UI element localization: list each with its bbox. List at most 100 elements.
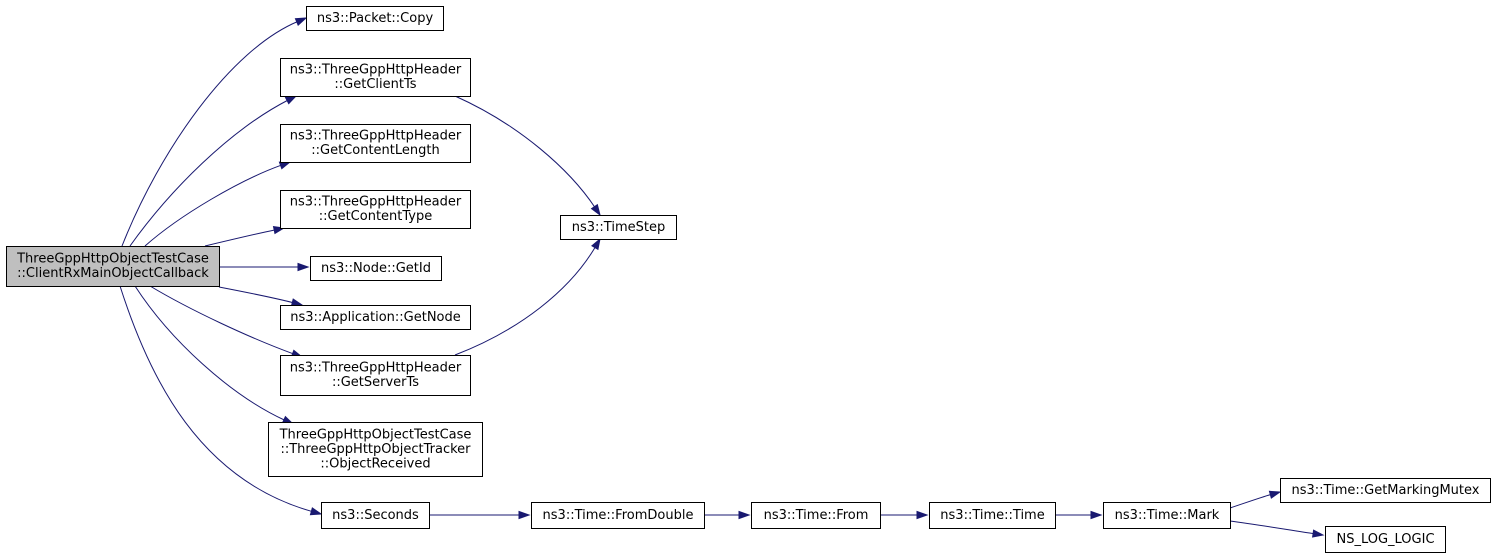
- node-object-received[interactable]: ThreeGppHttpObjectTestCase::ThreeGppHttp…: [268, 422, 483, 477]
- node-node-get-id[interactable]: ns3::Node::GetId: [310, 256, 442, 281]
- arrowhead-icon: [1312, 529, 1325, 538]
- node-label: ::ThreeGppHttpObjectTracker: [280, 442, 471, 457]
- node-get-server-ts[interactable]: ns3::ThreeGppHttpHeader::GetServerTs: [280, 355, 471, 396]
- edge-root-to-get-client-ts: [129, 95, 298, 247]
- node-box: [310, 256, 442, 281]
- node-box: [280, 190, 471, 229]
- node-box: [321, 502, 430, 529]
- node-label: ::ObjectReceived: [320, 456, 430, 471]
- node-root[interactable]: ThreeGppHttpObjectTestCase::ClientRxMain…: [6, 246, 220, 287]
- edge-get-client-ts-to-time-step: [454, 95, 601, 217]
- arrowhead-icon: [1268, 490, 1282, 499]
- edge-line: [454, 246, 596, 356]
- node-ns-log-logic[interactable]: NS_LOG_LOGIC: [1325, 526, 1446, 553]
- node-get-marking-mutex[interactable]: ns3::Time::GetMarkingMutex: [1280, 478, 1491, 503]
- arrowhead-icon: [591, 237, 601, 251]
- edge-line: [144, 164, 282, 247]
- edge-root-to-packet-copy: [121, 17, 308, 247]
- node-label: ns3::Time::From: [764, 508, 869, 523]
- edge-line: [121, 21, 298, 247]
- node-box: [280, 124, 471, 163]
- edge-line: [119, 285, 313, 513]
- node-label: ns3::Node::GetId: [321, 261, 431, 276]
- node-box: [306, 6, 444, 31]
- arrowhead-icon: [738, 510, 751, 520]
- edge-time-mark-to-ns-log-logic: [1229, 520, 1325, 538]
- node-label: ns3::Time::Time: [940, 508, 1044, 523]
- edge-root-to-app-get-node: [218, 286, 304, 307]
- node-time-from-double[interactable]: ns3::Time::FromDouble: [531, 502, 705, 529]
- edge-line: [149, 285, 294, 355]
- node-label: ns3::ThreeGppHttpHeader: [290, 63, 462, 78]
- node-time-from[interactable]: ns3::Time::From: [751, 502, 881, 529]
- node-box: [280, 58, 471, 97]
- edge-root-to-object-received: [134, 285, 295, 425]
- node-label: ThreeGppHttpObjectTestCase: [279, 427, 472, 442]
- node-box: [1103, 502, 1231, 529]
- arrowhead-icon: [518, 510, 531, 520]
- node-label: NS_LOG_LOGIC: [1336, 532, 1434, 547]
- node-get-client-ts[interactable]: ns3::ThreeGppHttpHeader::GetClientTs: [280, 58, 471, 97]
- arrowhead-icon: [294, 17, 308, 26]
- node-get-content-type[interactable]: ns3::ThreeGppHttpHeader::GetContentType: [280, 190, 471, 229]
- node-box: [560, 215, 677, 240]
- arrowhead-icon: [284, 95, 298, 105]
- node-label: ::GetContentLength: [311, 143, 439, 158]
- arrowhead-icon: [590, 203, 601, 217]
- edge-root-to-get-content-length: [144, 161, 292, 247]
- node-label: ns3::Application::GetNode: [290, 310, 461, 325]
- node-get-content-length[interactable]: ns3::ThreeGppHttpHeader::GetContentLengt…: [280, 124, 471, 163]
- node-label: ThreeGppHttpObjectTestCase: [16, 252, 209, 267]
- edge-time-mark-to-get-marking-mutex: [1229, 490, 1282, 509]
- edge-root-to-get-content-type: [204, 226, 286, 247]
- node-box: [280, 355, 471, 396]
- edge-line: [129, 99, 289, 247]
- node-label: ::GetServerTs: [332, 375, 419, 390]
- edge-root-to-node-get-id: [218, 262, 310, 272]
- node-label: ns3::ThreeGppHttpHeader: [290, 361, 462, 376]
- arrowhead-icon: [278, 161, 292, 170]
- node-label: ns3::Packet::Copy: [317, 11, 434, 26]
- edge-get-server-ts-to-time-step: [454, 237, 601, 356]
- node-seconds[interactable]: ns3::Seconds: [321, 502, 430, 529]
- edges-layer: [119, 17, 1325, 538]
- node-box: [280, 305, 471, 330]
- node-label: ns3::Seconds: [332, 508, 419, 523]
- arrowhead-icon: [916, 510, 929, 520]
- node-label: ns3::ThreeGppHttpHeader: [290, 195, 462, 210]
- node-time-mark[interactable]: ns3::Time::Mark: [1103, 502, 1231, 529]
- node-box: [751, 502, 881, 529]
- node-label: ::GetContentType: [319, 209, 433, 224]
- node-box: [929, 502, 1056, 529]
- arrowhead-icon: [297, 262, 310, 272]
- edge-line: [134, 285, 286, 421]
- arrowhead-icon: [290, 298, 304, 307]
- node-time-time[interactable]: ns3::Time::Time: [929, 502, 1056, 529]
- edge-root-to-seconds: [119, 285, 323, 516]
- node-box: [531, 502, 705, 529]
- edge-line: [1229, 520, 1315, 535]
- edge-line: [204, 229, 276, 247]
- node-label: ns3::Time::Mark: [1115, 508, 1220, 523]
- edge-line: [1229, 493, 1272, 509]
- node-label: ns3::Time::FromDouble: [543, 508, 694, 523]
- node-box: [1325, 526, 1446, 553]
- node-label: ::ClientRxMainObjectCallback: [17, 266, 209, 281]
- edge-time-from-to-time-time: [880, 510, 929, 520]
- node-app-get-node[interactable]: ns3::Application::GetNode: [280, 305, 471, 330]
- node-box: [268, 422, 483, 477]
- node-box: [6, 246, 220, 287]
- node-label: ns3::TimeStep: [572, 220, 665, 235]
- arrowhead-icon: [1090, 510, 1103, 520]
- edge-time-time-to-time-mark: [1055, 510, 1103, 520]
- edge-root-to-get-server-ts: [149, 285, 304, 358]
- edge-line: [454, 95, 596, 208]
- node-label: ns3::ThreeGppHttpHeader: [290, 129, 462, 144]
- node-box: [1280, 478, 1491, 503]
- nodes-layer: ThreeGppHttpObjectTestCase::ClientRxMain…: [6, 6, 1491, 553]
- edge-seconds-to-time-from-double: [429, 510, 531, 520]
- arrowhead-icon: [309, 507, 323, 516]
- node-time-step[interactable]: ns3::TimeStep: [560, 215, 677, 240]
- node-packet-copy[interactable]: ns3::Packet::Copy: [306, 6, 444, 31]
